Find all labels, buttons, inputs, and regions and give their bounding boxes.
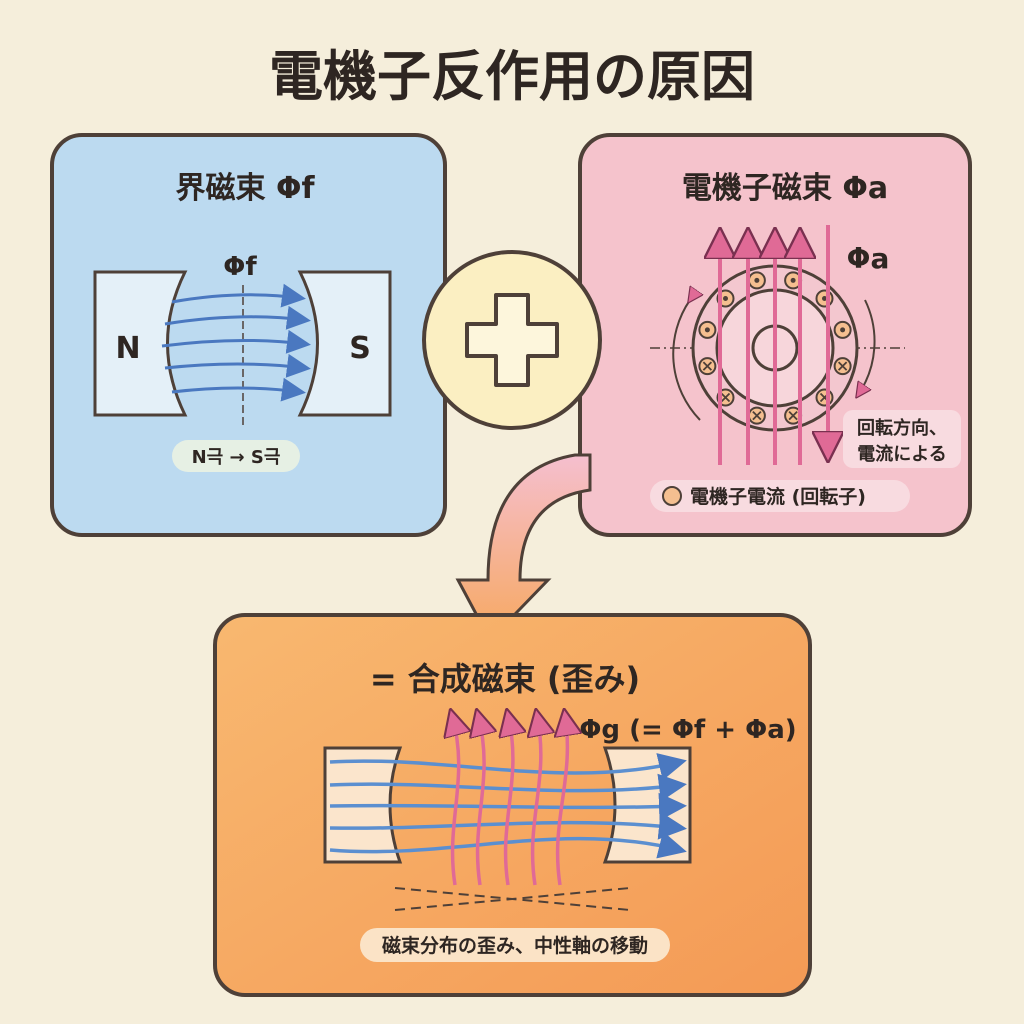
cross-mark	[837, 361, 848, 371]
resultant-armature-lines	[452, 715, 567, 886]
rotation-note-line2: 電流による	[857, 443, 946, 465]
field-flux-panel: 界磁束 Φf N S Φf N극 → S극	[50, 133, 447, 537]
cross-mark	[702, 361, 713, 371]
result-arrow	[455, 453, 592, 643]
dot-mark	[754, 277, 760, 283]
cross-mark	[788, 410, 798, 421]
south-label: S	[349, 331, 371, 366]
resultant-formula: Φg (= Φf + Φa)	[579, 715, 796, 745]
dot-mark	[723, 296, 729, 302]
cross-mark	[720, 392, 731, 403]
dot-mark	[790, 277, 796, 283]
north-pole-magnet	[93, 270, 188, 417]
dot-mark	[704, 327, 710, 333]
plus-operator	[422, 250, 602, 430]
dot-mark	[821, 296, 827, 302]
armature-flux-label: Φa	[847, 242, 890, 275]
current-legend-icon	[662, 486, 682, 506]
armature-flux-arrows	[720, 225, 828, 465]
field-flux-label: Φf	[223, 252, 257, 282]
dot-mark	[840, 327, 846, 333]
field-flux-arrows	[161, 283, 311, 402]
armature-conductors	[698, 271, 852, 425]
distortion-caption: 磁束分布の歪み、中性軸の移動	[382, 934, 648, 957]
rotation-note-line1: 回転方向、	[857, 417, 947, 439]
field-panel-title: 界磁束 Φf	[176, 171, 316, 206]
direction-label: N극 → S극	[192, 447, 281, 468]
cross-mark	[752, 410, 762, 421]
page-title: 電機子反作用の原因	[269, 45, 755, 108]
armature-current-legend: 電機子電流 (回転子)	[690, 485, 866, 508]
armature-flux-panel: 電機子磁束 Φa Φa 回転方向、 電流による 電機子電流 (回転子)	[578, 133, 972, 537]
resultant-flux-panel: = 合成磁束 (歪み) Φg (= Φf + Φa) 磁束分布の歪み、中性軸の移…	[213, 613, 812, 997]
north-label: N	[115, 331, 140, 366]
result-panel-title: = 合成磁束 (歪み)	[370, 660, 640, 698]
armature-panel-title: 電機子磁束 Φa	[682, 171, 888, 206]
south-pole-magnet	[297, 270, 392, 417]
